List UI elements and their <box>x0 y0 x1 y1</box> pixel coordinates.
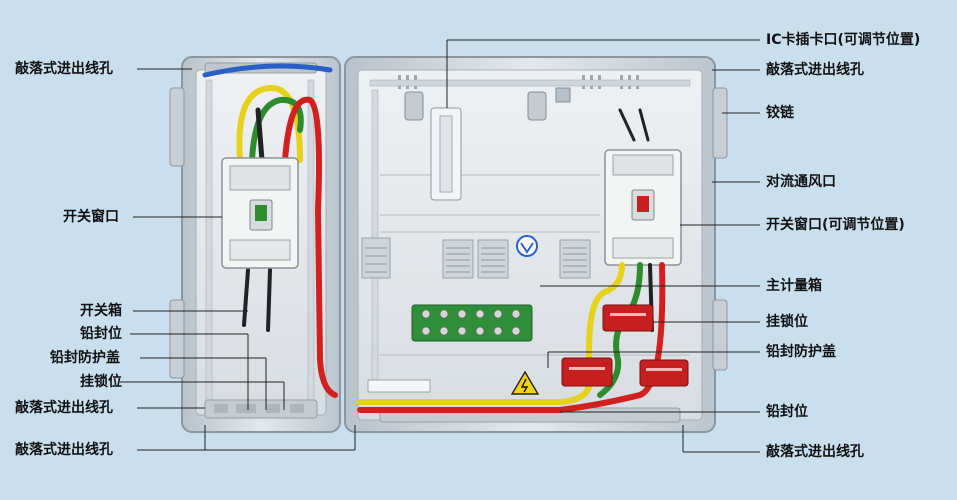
label-lock-position: 挂锁位 <box>80 374 122 390</box>
meter-box-wires <box>357 108 666 413</box>
main-breaker-left <box>221 157 299 269</box>
label-ic-card-slot: IC卡插卡口(可调节位置) <box>766 32 921 48</box>
main-breaker-right <box>604 149 682 266</box>
vent-grilles <box>361 237 591 279</box>
label-switch-window-adjustable: 开关窗口(可调节位置) <box>766 217 905 233</box>
switch-box-wires <box>202 63 338 398</box>
label-lead-seal-cover-right: 铅封防护盖 <box>766 344 836 360</box>
right-callout-lines <box>446 39 760 453</box>
brand-logo-icon <box>516 235 538 257</box>
label-knockout-bottom-right: 敲落式进出线孔 <box>766 444 864 460</box>
label-hinge: 铰链 <box>766 105 794 121</box>
label-main-meter-box: 主计量箱 <box>766 278 822 294</box>
label-switch-window: 开关窗口 <box>63 209 119 225</box>
label-lead-seal-position: 铅封位 <box>80 326 122 342</box>
label-switch-box: 开关箱 <box>80 303 122 319</box>
label-lead-seal-position-right: 铅封位 <box>766 404 808 420</box>
high-voltage-warning-icon <box>510 370 540 395</box>
label-lock-position-right: 挂锁位 <box>766 314 808 330</box>
terminal-block <box>411 304 533 342</box>
label-lead-seal-cover: 铅封防护盖 <box>50 350 120 366</box>
left-callout-lines <box>120 68 356 451</box>
label-knockout-bottom-left: 敲落式进出线孔 <box>15 400 113 416</box>
label-knockout-top-right: 敲落式进出线孔 <box>766 62 864 78</box>
label-knockout-base-left: 敲落式进出线孔 <box>15 442 113 458</box>
label-knockout-top-left: 敲落式进出线孔 <box>15 61 113 77</box>
label-convection-vent: 对流通风口 <box>766 174 836 190</box>
lead-seal-covers <box>561 304 689 387</box>
